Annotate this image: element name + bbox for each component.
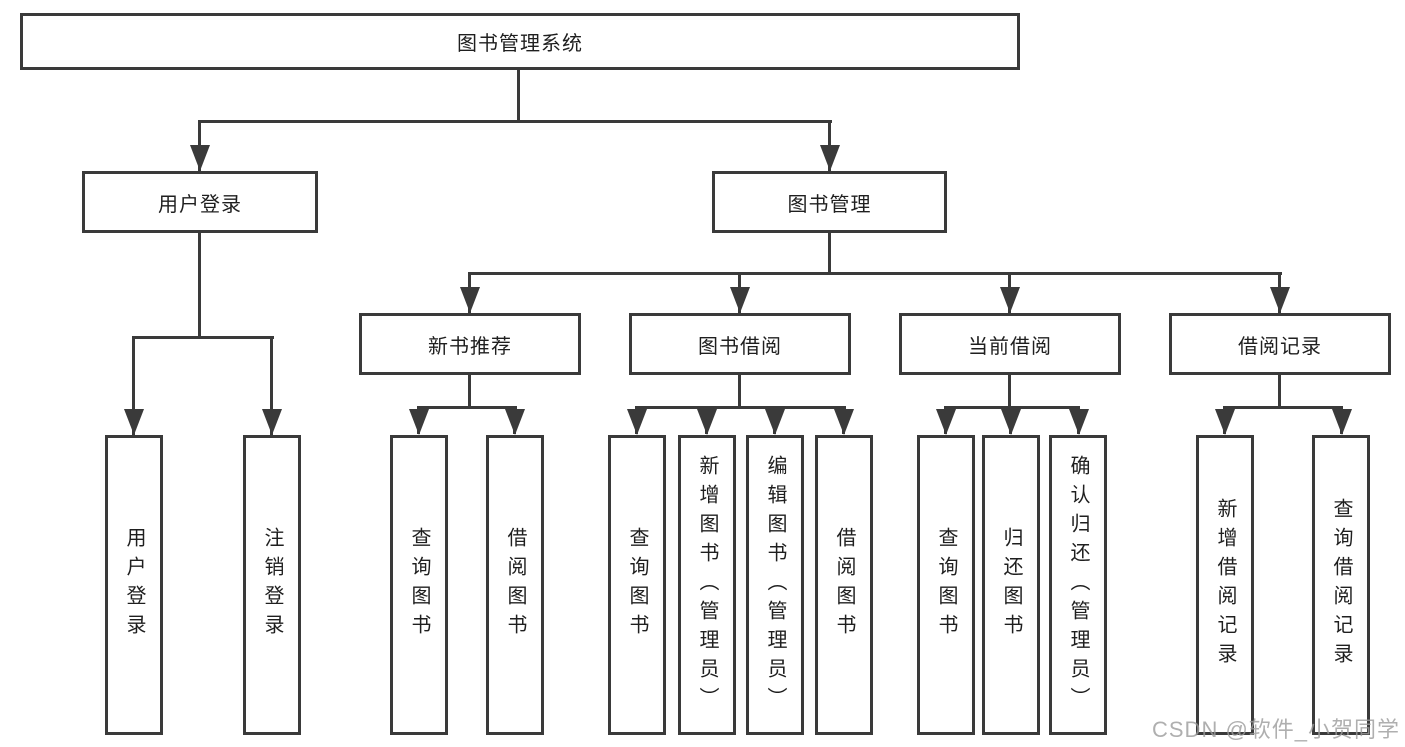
leaf-query-book-1-label: 查询图书 [408,527,430,643]
node-user-login-label: 用户登录 [158,193,242,216]
leaf-query-borrow-record: 查询借阅记录 [1312,435,1370,735]
leaf-query-borrow-record-label: 查询借阅记录 [1330,498,1352,672]
arrowhead-leaf-edit-book [765,409,785,435]
arrowhead-leaf-query-borrow-record [1332,409,1352,435]
leaf-borrow-book-1-label: 借阅图书 [504,527,526,643]
node-book-mgmt-label: 图书管理 [787,193,872,216]
connector-new-book-rec-stem [468,375,471,408]
leaf-query-book-2: 查询图书 [608,435,666,735]
arrowhead-leaf-query-book-1 [409,409,429,435]
connector-book-borrow-stem [738,375,741,408]
arrowhead-leaf-user-login [124,409,144,435]
connector-current-borrow-branch [944,406,1080,409]
connector-book-mgmt-stem [828,233,831,275]
connector-drop-leaf-logout [270,336,273,435]
leaf-return-book-label: 归还图书 [1000,527,1022,643]
node-new-book-rec: 新书推荐 [359,313,581,375]
node-root-label: 图书管理系统 [457,33,583,55]
connector-root-stem [517,70,520,122]
node-root: 图书管理系统 [20,13,1020,70]
connector-borrow-records-stem [1278,375,1281,408]
leaf-add-borrow-record: 新增借阅记录 [1196,435,1254,735]
arrowhead-leaf-borrow-book-1 [505,409,525,435]
arrowhead-new-book-rec [460,287,480,313]
connector-drop-leaf-user-login [132,336,135,435]
arrowhead-book-borrow [730,287,750,313]
arrowhead-leaf-add-borrow-record [1215,409,1235,435]
connector-book-borrow-branch [635,406,846,409]
arrowhead-leaf-confirm-return [1069,409,1089,435]
connector-root-branch [198,120,832,123]
leaf-query-book-2-label: 查询图书 [626,527,648,643]
arrowhead-leaf-borrow-book-2 [834,409,854,435]
leaf-confirm-return: 确认归还（管理员） [1049,435,1107,735]
leaf-edit-book-label: 编辑图书（管理员） [764,454,786,716]
leaf-confirm-return-label: 确认归还（管理员） [1067,454,1089,716]
node-current-borrow: 当前借阅 [899,313,1121,375]
leaf-return-book: 归还图书 [982,435,1040,735]
leaf-borrow-book-2-label: 借阅图书 [833,527,855,643]
leaf-query-book-1: 查询图书 [390,435,448,735]
arrowhead-leaf-query-book-3 [936,409,956,435]
leaf-logout-label: 注销登录 [261,527,283,643]
node-book-mgmt: 图书管理 [712,171,947,233]
arrowhead-user-login [190,145,210,171]
connector-book-mgmt-branch [468,272,1282,275]
node-new-book-rec-label: 新书推荐 [428,335,512,358]
connector-current-borrow-stem [1008,375,1011,408]
arrowhead-leaf-query-book-2 [627,409,647,435]
leaf-borrow-book-2: 借阅图书 [815,435,873,735]
leaf-query-book-3: 查询图书 [917,435,975,735]
leaf-edit-book: 编辑图书（管理员） [746,435,804,735]
leaf-add-book-label: 新增图书（管理员） [696,454,718,716]
leaf-borrow-book-1: 借阅图书 [486,435,544,735]
csdn-watermark: CSDN @软件_小贺同学 [1152,717,1401,742]
arrowhead-leaf-return-book [1001,409,1021,435]
leaf-query-book-3-label: 查询图书 [935,527,957,643]
arrowhead-book-mgmt [820,145,840,171]
arrowhead-leaf-add-book [697,409,717,435]
node-borrow-records-label: 借阅记录 [1238,335,1322,358]
arrowhead-borrow-records [1270,287,1290,313]
leaf-add-borrow-record-label: 新增借阅记录 [1214,498,1236,672]
connector-borrow-records-branch [1223,406,1343,409]
node-user-login: 用户登录 [82,171,318,233]
connector-user-login-stem [198,233,201,338]
connector-new-book-rec-branch [417,406,517,409]
leaf-add-book: 新增图书（管理员） [678,435,736,735]
leaf-user-login: 用户登录 [105,435,163,735]
node-current-borrow-label: 当前借阅 [968,335,1052,358]
leaf-logout: 注销登录 [243,435,301,735]
arrowhead-current-borrow [1000,287,1020,313]
node-book-borrow-label: 图书借阅 [698,335,782,358]
node-borrow-records: 借阅记录 [1169,313,1391,375]
leaf-user-login-label: 用户登录 [123,527,145,643]
connector-user-login-branch [132,336,274,339]
arrowhead-leaf-logout [262,409,282,435]
node-book-borrow: 图书借阅 [629,313,851,375]
